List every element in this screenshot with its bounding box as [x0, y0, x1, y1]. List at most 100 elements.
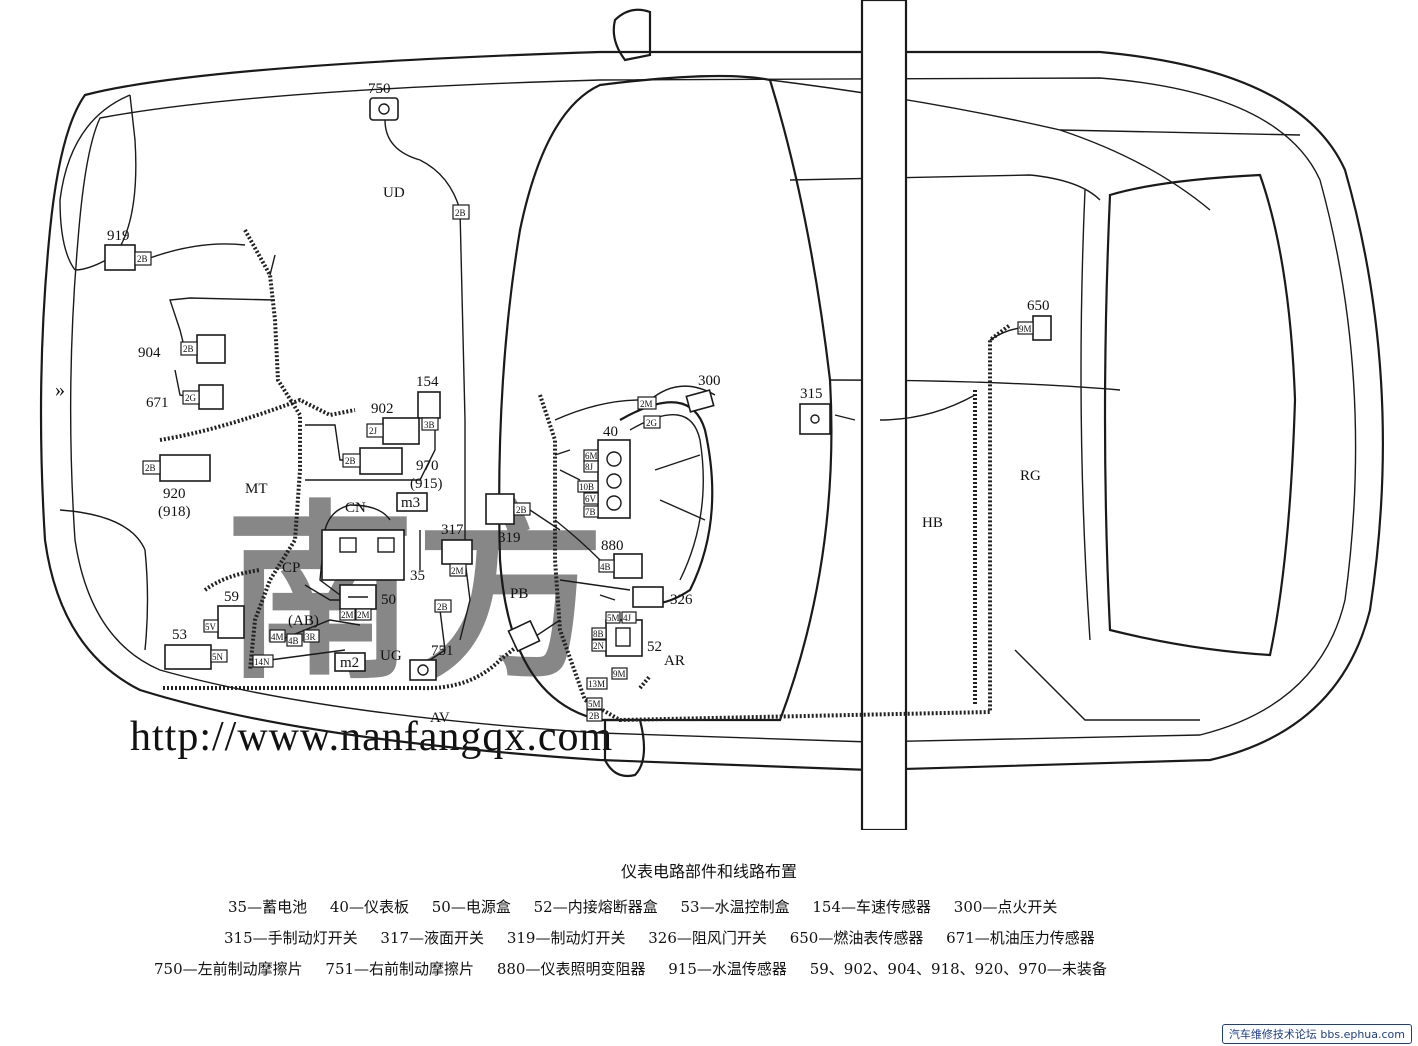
connector-code-k5m_b: 5M	[588, 699, 601, 709]
legend-item: 880—仪表照明变阻器	[496, 960, 646, 978]
component-918-label: (918)	[158, 504, 191, 520]
connector-code-k6v: 6V	[585, 494, 597, 504]
component-904-label: 904	[138, 345, 161, 361]
legend-row: 315—手制动灯开关 317—液面开关 319—制动灯开关 326—阻风门开关 …	[150, 923, 1330, 954]
component-902-label: 902	[371, 401, 394, 417]
harness-label-av: AV	[430, 710, 450, 726]
component-59-label: 59	[224, 589, 239, 605]
connector-code-k2j_902: 2J	[369, 426, 378, 436]
component-315-label: 315	[800, 386, 823, 402]
harness-label-cp: CP	[282, 560, 300, 576]
connector-code-k5v_59: 5V	[205, 622, 217, 632]
connector-code-k2m_50: 2M	[341, 610, 354, 620]
legend-item: 50—电源盒	[431, 898, 511, 916]
connector-code-k2b_319: 2B	[516, 505, 527, 515]
connector-code-k8b_52: 8B	[593, 629, 604, 639]
connector-code-k9m: 9M	[613, 669, 626, 679]
harness-label-hb: HB	[922, 515, 943, 531]
connector-code-k3b_154: 3B	[424, 420, 435, 430]
legend-item: 650—燃油表传感器	[789, 929, 924, 947]
harness-label-ug: UG	[380, 648, 402, 664]
component-50-label: 50	[381, 592, 396, 608]
connector-code-k2b_box: 2B	[345, 456, 356, 466]
connector-code-k2b_ud: 2B	[455, 208, 466, 218]
legend-item: 751—右前制动摩擦片	[325, 960, 475, 978]
legend-item: 59、902、904、918、920、970—未装备	[809, 960, 1107, 978]
connector-code-k5m_52: 5M	[607, 613, 620, 623]
component-40-label: 40	[603, 424, 618, 440]
connector-code-k2g_671: 2G	[185, 393, 197, 403]
component-35-label: 35	[410, 568, 425, 584]
legend-item: 319—制动灯开关	[506, 929, 626, 947]
connector-code-k2b_920: 2B	[145, 463, 156, 473]
connector-code-k2b_904: 2B	[183, 344, 194, 354]
component-919-label: 919	[107, 228, 130, 244]
component-650-label: 650	[1027, 298, 1050, 314]
harness-label-mt: MT	[245, 481, 268, 497]
component-154-label: 154	[416, 374, 439, 390]
component-326-label: 326	[670, 592, 693, 608]
connector-code-k2g_300: 2G	[646, 418, 658, 428]
connector-code-k14n: 14N	[254, 657, 270, 667]
car-body-outline: »	[39, 0, 1384, 830]
legend-item: 53—水温控制盒	[680, 898, 790, 916]
component-970-label: 970	[416, 458, 439, 474]
connector-code-k2m_317: 2M	[451, 566, 464, 576]
forum-footer-link[interactable]: 汽车维修技术论坛 bbs.ephua.com	[1221, 1024, 1412, 1044]
legend-row: 750—左前制动摩擦片 751—右前制动摩擦片 880—仪表照明变阻器 915—…	[150, 954, 1330, 985]
component-920-label: 920	[163, 486, 186, 502]
legend-item: 750—左前制动摩擦片	[154, 960, 303, 978]
harness-label-cn: CN	[345, 500, 366, 516]
legend-item: 671—机油压力传感器	[946, 929, 1095, 947]
connector-code-k2b_bot: 2B	[589, 711, 600, 721]
harness-label-pb: PB	[510, 586, 528, 602]
connector-code-k4b_880: 4B	[600, 562, 611, 572]
connector-code-k13m: 13M	[588, 679, 605, 689]
harness-labels: UD MT CN CP (AB) UG AV PB AR HB RG	[245, 185, 1041, 726]
wiring-layout-diagram: 南方 http://www.nanfangqx.com »	[39, 0, 1384, 830]
connector-code-k6m_40: 6M	[585, 451, 598, 461]
legend-row: 35—蓄电池 40—仪表板 50—电源盒 52—内接熔断器盒 53—水温控制盒 …	[150, 892, 1330, 923]
component-legend: 35—蓄电池 40—仪表板 50—电源盒 52—内接熔断器盒 53—水温控制盒 …	[150, 892, 1330, 985]
connector-code-k5n: 5N	[212, 652, 224, 662]
components: 750 2B 2B 919 2B 904 2G 671 3B 154 2J 90…	[104, 81, 1052, 722]
component-671-label: 671	[146, 395, 169, 411]
connector-code-k2m_50b: 2M	[357, 610, 370, 620]
component-53-label: 53	[172, 627, 187, 643]
connector-code-k10b: 10B	[579, 482, 594, 492]
legend-item: 315—手制动灯开关	[224, 929, 358, 947]
legend-item: 154—车速传感器	[812, 898, 932, 916]
figure-caption: 仪表电路部件和线路布置	[620, 862, 797, 881]
legend-item: 915—水温传感器	[668, 960, 787, 978]
component-915-label: (915)	[410, 476, 443, 492]
connector-code-k9m_650: 9M	[1019, 324, 1032, 334]
connector-code-k3r: 3R	[305, 632, 316, 642]
harness-label-ab: (AB)	[288, 613, 319, 629]
component-52-label: 52	[647, 639, 662, 655]
harness-label-m2: m2	[340, 655, 359, 671]
legend-item: 40—仪表板	[329, 898, 409, 916]
component-300-label: 300	[698, 373, 721, 389]
connector-code-k4m: 4M	[271, 632, 284, 642]
legend-item: 326—阻风门开关	[648, 929, 767, 947]
legend-item: 52—内接熔断器盒	[533, 898, 658, 916]
connector-code-k4j_52: 4J	[623, 613, 632, 623]
legend-item: 300—点火开关	[953, 898, 1058, 916]
connector-code-k2m_300: 2M	[640, 399, 653, 409]
harness-label-ud: UD	[383, 185, 405, 201]
component-751-label: 751	[431, 643, 454, 659]
component-750-label: 750	[368, 81, 391, 97]
component-880-label: 880	[601, 538, 624, 554]
connector-code-k2b_919: 2B	[137, 254, 148, 264]
legend-item: 35—蓄电池	[228, 898, 308, 916]
connector-code-k2b_751: 2B	[437, 602, 448, 612]
harness-label-ar: AR	[664, 653, 685, 669]
legend-item: 317—液面开关	[380, 929, 485, 947]
direction-arrow-icon: »	[55, 379, 65, 401]
connector-code-k4b: 4B	[288, 636, 299, 646]
connector-code-k8j_40: 8J	[585, 462, 594, 472]
harness-label-m3: m3	[401, 495, 420, 511]
component-319-label: 319	[498, 530, 521, 546]
harness-label-rg: RG	[1020, 468, 1041, 484]
connector-code-k7b: 7B	[585, 507, 596, 517]
